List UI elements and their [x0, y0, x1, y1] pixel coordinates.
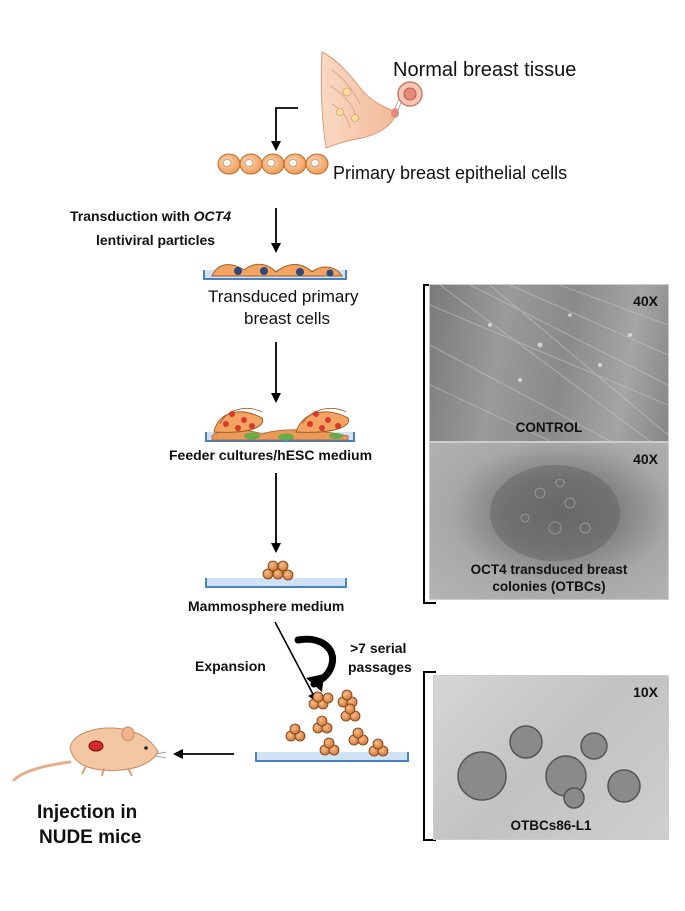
otbc-texture: [490, 465, 620, 561]
control-caption: CONTROL: [515, 420, 583, 435]
transduction-gene: OCT4: [193, 208, 232, 224]
arrow-expansion: [274, 621, 318, 703]
otbc-caption-line1: OCT4 transduced breast: [470, 562, 628, 577]
expansion-label: Expansion: [195, 658, 266, 674]
otbc86-texture: [457, 725, 641, 809]
serial-passages-line2: passages: [348, 659, 412, 675]
transduced-label-line2: breast cells: [244, 309, 330, 328]
control-magnification: 40X: [633, 293, 658, 309]
feeder-label: Feeder cultures/hESC medium: [169, 447, 373, 463]
transduction-label-line1: Transduction with OCT4: [70, 208, 231, 224]
injection-label-line1: Injection in: [37, 802, 138, 823]
transduced-label-line1: Transduced primary: [208, 287, 359, 306]
transduction-label-line2: lentiviral particles: [96, 232, 216, 248]
otbc86-micrograph: 10X OTBCs86-L1: [433, 675, 669, 840]
otbc86-caption: OTBCs86-L1: [510, 818, 592, 833]
primary-cells-label: Primary breast epithelial cells: [333, 163, 568, 183]
mammosphere-label: Mammosphere medium: [188, 598, 345, 614]
injection-label-line2: NUDE mice: [39, 827, 142, 848]
primary-cells-row: [217, 153, 329, 175]
otbc-micrograph: 40X OCT4 transduced breast colonies (OTB…: [429, 442, 669, 600]
transduction-prefix: Transduction with: [70, 208, 194, 224]
mammosphere-dish: [205, 560, 347, 588]
feeder-dish: [205, 408, 355, 442]
control-micrograph: 40X CONTROL: [429, 284, 669, 442]
normal-breast-tissue-label: Normal breast tissue: [393, 59, 577, 81]
arrow-tissue-to-cells: [271, 107, 298, 151]
transduced-dish: [203, 263, 347, 280]
serial-passages-line1: >7 serial: [350, 640, 407, 656]
bracket-bottom: [423, 671, 436, 841]
otbc-caption-line2: colonies (OTBCs): [492, 579, 606, 594]
otbc-magnification: 40X: [633, 451, 658, 467]
breast-tissue-illustration: [320, 51, 423, 149]
control-texture: [430, 285, 668, 441]
mammosphere-cluster: [262, 560, 294, 581]
otbc86-magnification: 10X: [633, 684, 658, 700]
expanded-dish: [255, 689, 409, 762]
nude-mouse-illustration: [12, 726, 167, 782]
